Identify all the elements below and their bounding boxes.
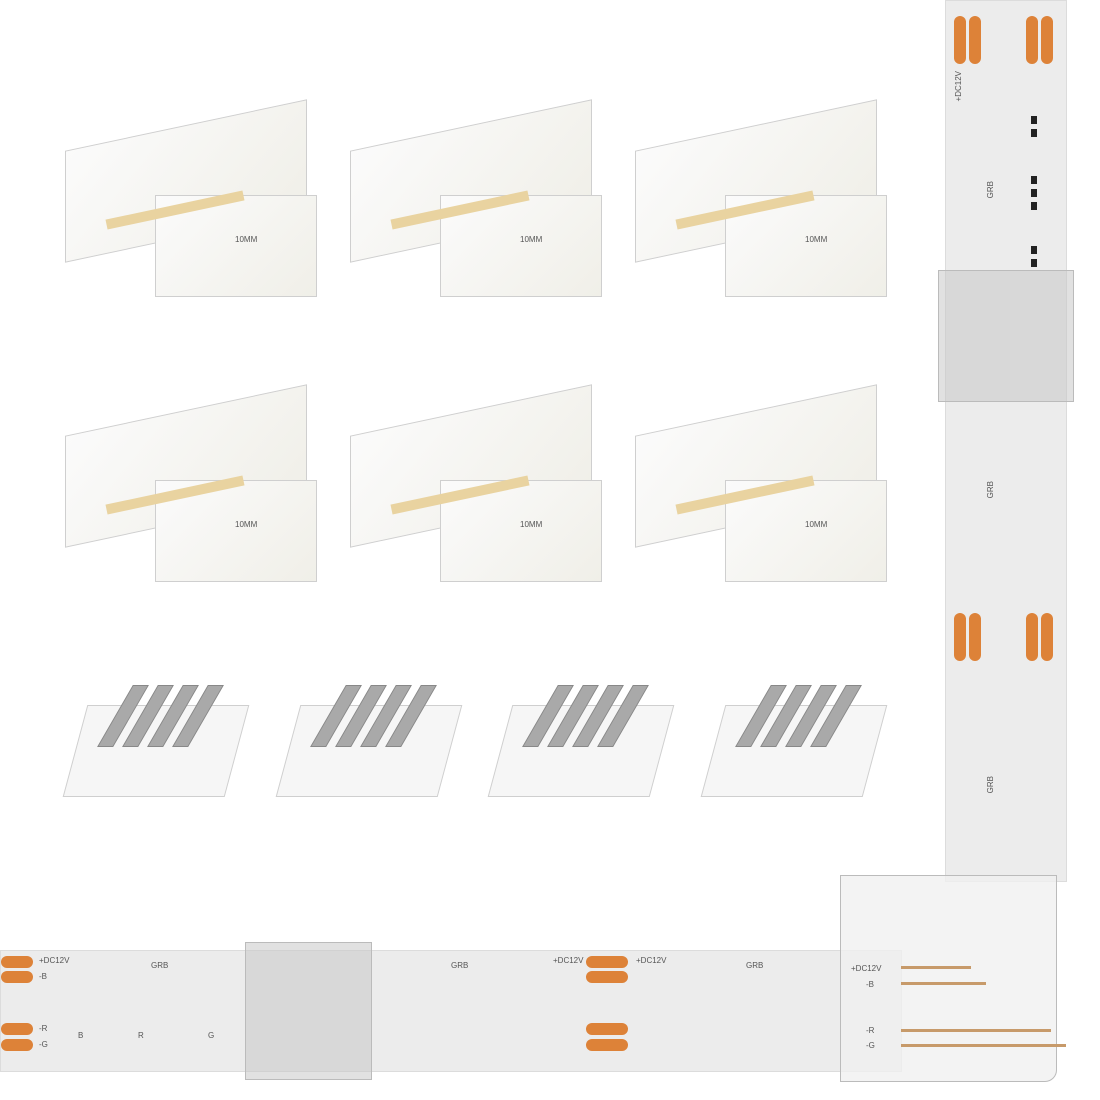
l-corner-connector: +DC12V -B -R -G	[840, 875, 1066, 1082]
connector-marking: 10MM	[235, 520, 258, 529]
l-connector: 10MM	[635, 370, 887, 610]
l-connector: 10MM	[65, 370, 317, 610]
clip-connector	[275, 665, 463, 815]
connector-marking: 10MM	[805, 520, 828, 529]
strip-coupler-horizontal	[245, 942, 372, 1080]
connector-marking: 10MM	[520, 235, 543, 244]
l-connector: 10MM	[350, 85, 602, 325]
l-connector: 10MM	[635, 85, 887, 325]
clip-connector	[700, 665, 888, 815]
connector-marking: 10MM	[235, 235, 258, 244]
connector-marking: 10MM	[805, 235, 828, 244]
connector-marking: 10MM	[520, 520, 543, 529]
clip-connector	[62, 665, 250, 815]
clip-connector	[487, 665, 675, 815]
l-connector: 10MM	[350, 370, 602, 610]
led-strip-vertical: +DC12V GRB GRB GRB	[945, 0, 1067, 882]
strip-coupler-vertical	[938, 270, 1074, 402]
l-connector: 10MM	[65, 85, 317, 325]
led-strip-horizontal: +DC12V -B -R -G GRB GRB GRB B R G +DC12V…	[0, 950, 902, 1072]
